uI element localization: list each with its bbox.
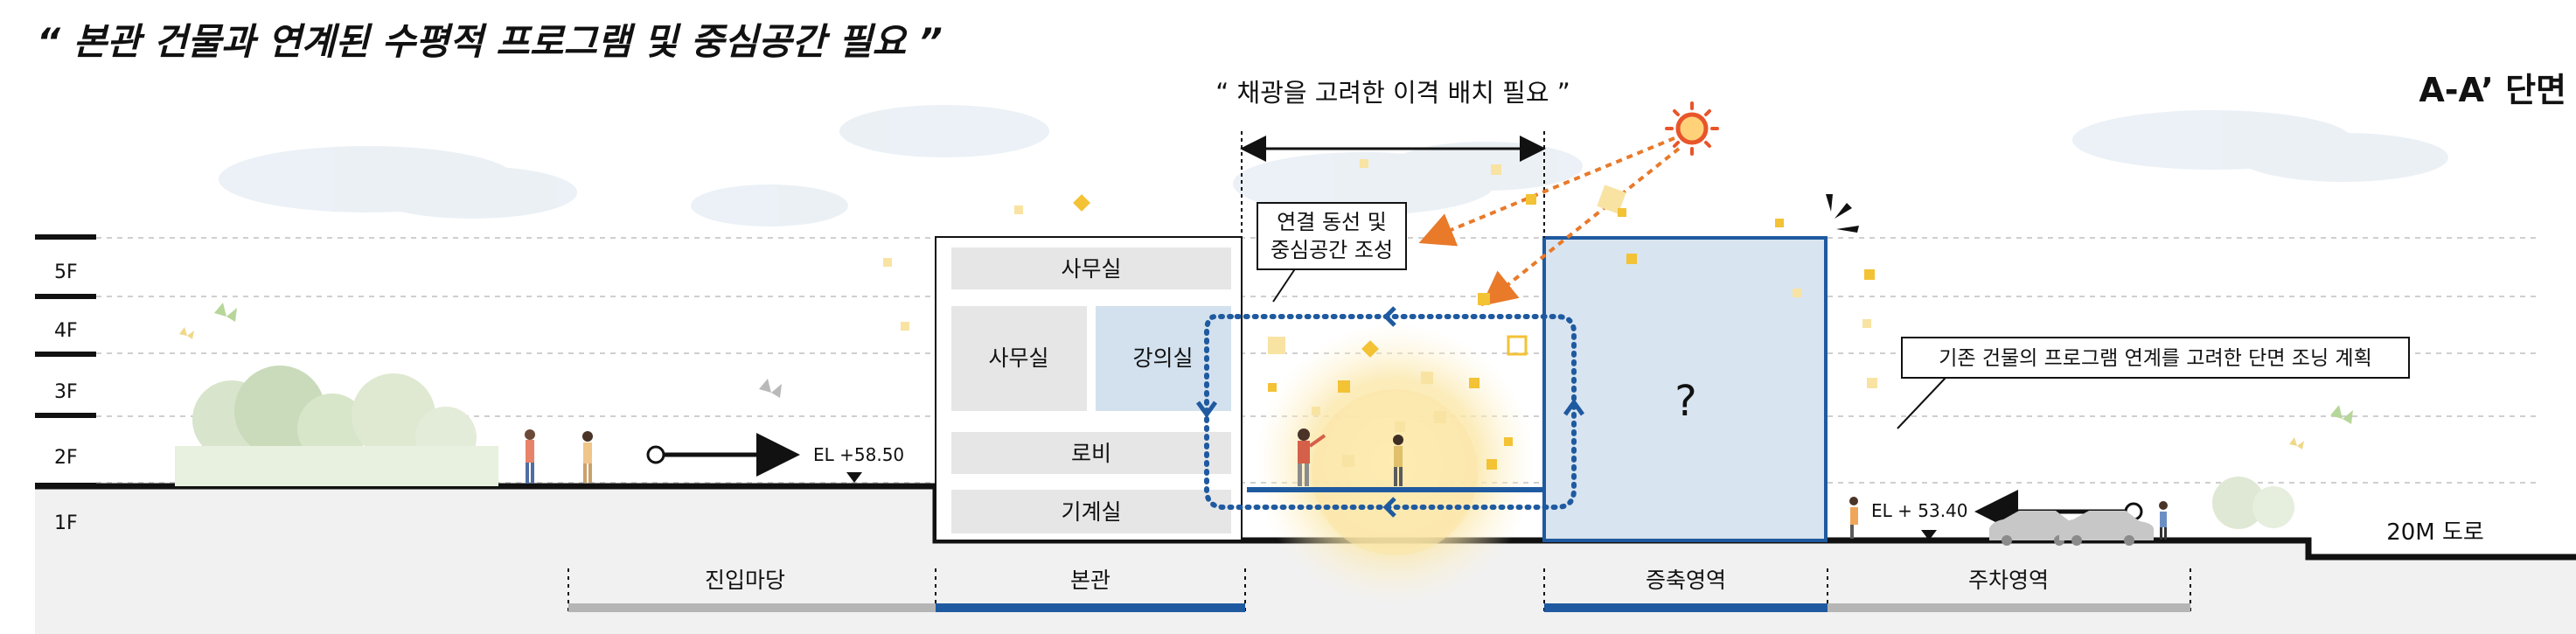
zone-label-main: 본관 bbox=[1070, 568, 1110, 593]
entrance-arrow bbox=[646, 433, 862, 483]
callout-leaders bbox=[1272, 267, 1946, 429]
floor-label-4f: 4F bbox=[54, 320, 78, 342]
floor-label-3f: 3F bbox=[54, 381, 78, 403]
main-building bbox=[935, 236, 1243, 541]
extension-unknown-mark: ? bbox=[1674, 377, 1696, 426]
connection-loop bbox=[1204, 314, 1577, 510]
zone-label-extension: 증축영역 bbox=[1646, 568, 1726, 593]
room-lecture: 강의실 bbox=[1132, 345, 1193, 371]
room-office-top: 사무실 bbox=[1061, 256, 1121, 282]
elevation-left: EL +58.50 bbox=[813, 444, 904, 465]
people-left bbox=[525, 429, 593, 484]
zone-bar-main bbox=[936, 603, 1245, 612]
daylight-note: “ 채광을 고려한 이격 배치 필요 ” bbox=[1215, 78, 1570, 108]
floor-label-5f: 5F bbox=[54, 261, 78, 283]
view-marker-icon bbox=[1826, 194, 1859, 233]
room-lobby: 로비 bbox=[1071, 441, 1111, 466]
elevation-right: EL + 53.40 bbox=[1871, 500, 1968, 521]
spacing-dimension bbox=[1240, 131, 1546, 293]
section-plan-callout-box bbox=[1901, 337, 2410, 379]
zone-bar-extension bbox=[1544, 603, 1828, 612]
zone-label-entrance: 진입마당 bbox=[705, 568, 785, 593]
floor-label-1f: 1F bbox=[54, 512, 78, 534]
zone-label-parking: 주차영역 bbox=[1968, 568, 2049, 593]
butterfly-icons bbox=[179, 303, 2353, 449]
connection-callout-line1: 연결 동선 및 bbox=[1277, 210, 1387, 234]
sky-clouds bbox=[219, 105, 2448, 226]
people-courtyard bbox=[1298, 428, 1403, 486]
connection-arrowheads bbox=[1195, 306, 1585, 518]
room-office-left: 사무실 bbox=[988, 345, 1048, 371]
section-plan-callout-text: 기존 건물의 프로그램 연계를 고려한 단면 조닝 계획 bbox=[1939, 347, 2372, 370]
extension-block bbox=[1542, 236, 1828, 542]
connection-callout-box bbox=[1257, 202, 1407, 270]
sun-icon bbox=[1665, 101, 1719, 156]
room-mechanical: 기계실 bbox=[1061, 499, 1121, 525]
zone-bar-parking bbox=[1828, 603, 2190, 612]
trees-left bbox=[175, 366, 2294, 529]
parked-cars bbox=[1989, 511, 2154, 546]
sun-rays bbox=[1418, 136, 1681, 306]
road-label: 20M 도로 bbox=[2386, 519, 2484, 546]
light-particles bbox=[883, 159, 1877, 470]
page-title: “ 본관 건물과 연계된 수평적 프로그램 및 중심공간 필요 ” bbox=[37, 20, 943, 63]
floor-label-2f: 2F bbox=[54, 447, 78, 469]
connection-callout-line2: 중심공간 조성 bbox=[1271, 238, 1393, 262]
zone-bar-entrance bbox=[568, 603, 936, 612]
section-label: A-A’ 단면 bbox=[2419, 71, 2566, 109]
people-right bbox=[1849, 497, 2168, 540]
